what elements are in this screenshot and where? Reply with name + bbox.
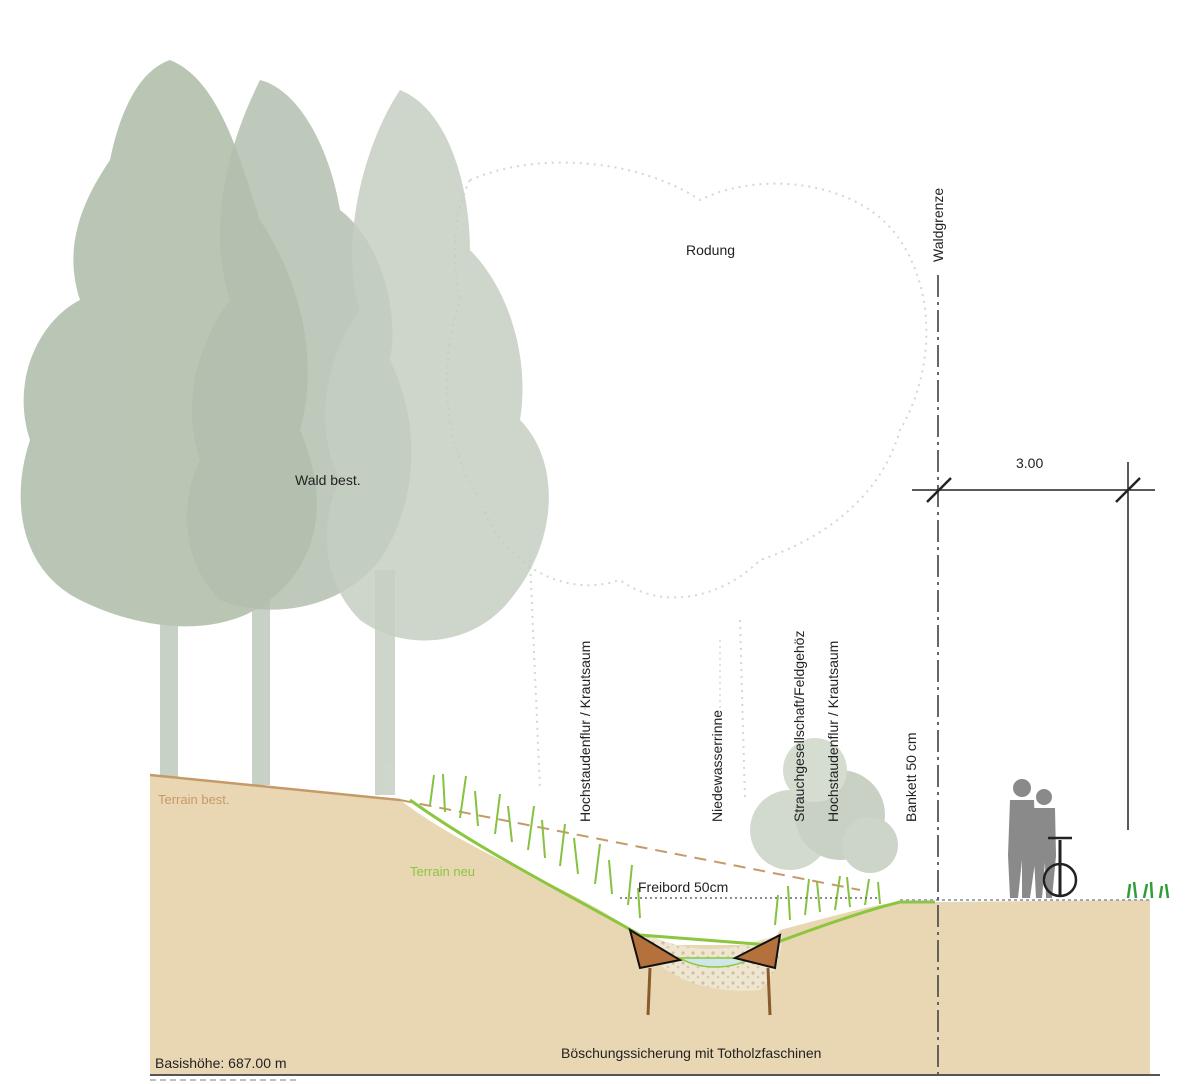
- label-freibord: Freibord 50cm: [638, 879, 728, 895]
- dimension-marker: [912, 462, 1155, 830]
- forest-existing: [20, 60, 549, 795]
- soil-body: [150, 775, 1150, 1075]
- label-strauchgesellschaft: Strauchgesellschaft/Feldgehöz: [791, 631, 807, 822]
- label-niedewasserrinne: Niedewasserrinne: [709, 710, 725, 822]
- label-terrain-best: Terrain best.: [158, 792, 230, 807]
- label-wald-best: Wald best.: [295, 472, 361, 488]
- terrain-best-dashed: [399, 799, 861, 891]
- label-waldgrenze: Waldgrenze: [930, 188, 946, 262]
- label-hochstaudenflur-right: Hochstaudenflur / Krautsaum: [825, 641, 841, 822]
- terrain-best-line: [149, 773, 401, 802]
- label-terrain-neu: Terrain neu: [410, 864, 475, 879]
- rodung-ghost-trees: [445, 161, 928, 801]
- label-bankett: Bankett 50 cm: [903, 733, 919, 823]
- fascine-left-icon: [628, 927, 683, 1016]
- person-with-bicycle-icon: [1008, 779, 1078, 898]
- label-basishoehe: Basishöhe: 687.00 m: [155, 1055, 287, 1071]
- grass-right-slope-icon: [774, 875, 881, 926]
- label-hochstaudenflur-left: Hochstaudenflur / Krautsaum: [577, 641, 593, 822]
- label-dimension: 3.00: [1016, 455, 1043, 471]
- grass-left-slope-icon: [429, 773, 641, 919]
- shrub-group: [750, 738, 898, 873]
- fascine-right-icon: [732, 933, 782, 1016]
- grass-tuft-icon: [1126, 881, 1170, 899]
- label-boeschungssicherung: Böschungssicherung mit Totholzfaschinen: [561, 1045, 821, 1061]
- label-rodung: Rodung: [686, 242, 735, 258]
- label-guides: [584, 640, 801, 820]
